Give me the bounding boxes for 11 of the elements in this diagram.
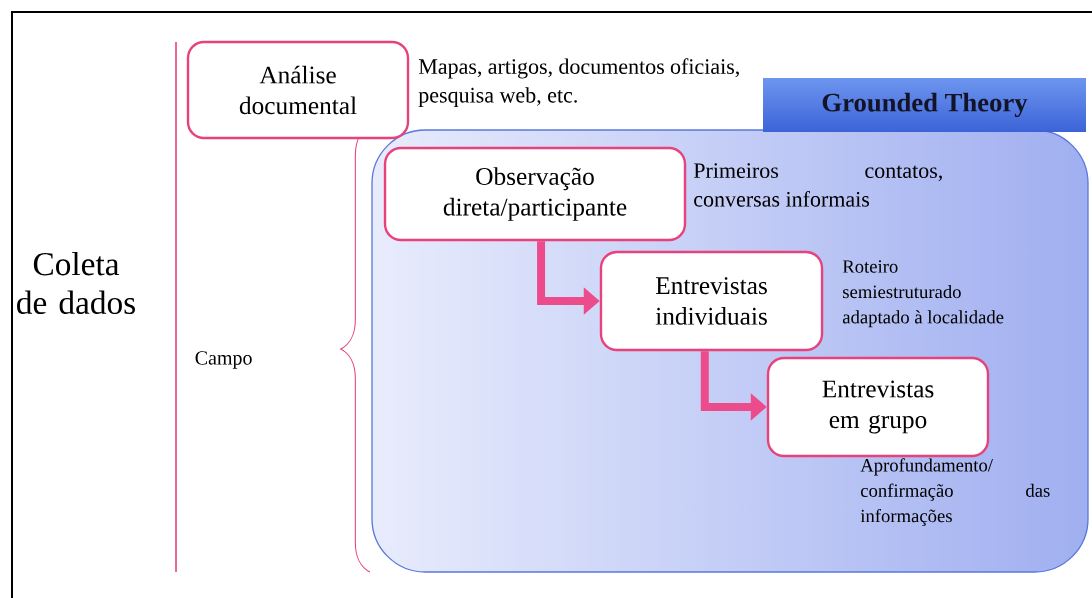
note-text: Roteiro semiestruturado adaptado à localidade	[842, 260, 1004, 328]
note-text: Mapas, artigos, documentos oficiais, pesquisa web, etc.	[418, 58, 739, 108]
method-box: Entrevistas individuais	[599, 250, 824, 352]
section-label: Campo	[195, 351, 252, 369]
method-box: Observação direta/participante	[383, 146, 687, 242]
method-box: Análise documental	[186, 40, 410, 140]
section-label: Coleta de dados	[17, 251, 135, 315]
note-text: Primeiros contatos, conversas informais	[693, 163, 942, 207]
note-text: Aprofundamento/ confirmação das informações	[860, 458, 1050, 527]
method-box: Entrevistas em grupo	[766, 356, 990, 458]
title-box: Grounded Theory	[763, 78, 1086, 132]
